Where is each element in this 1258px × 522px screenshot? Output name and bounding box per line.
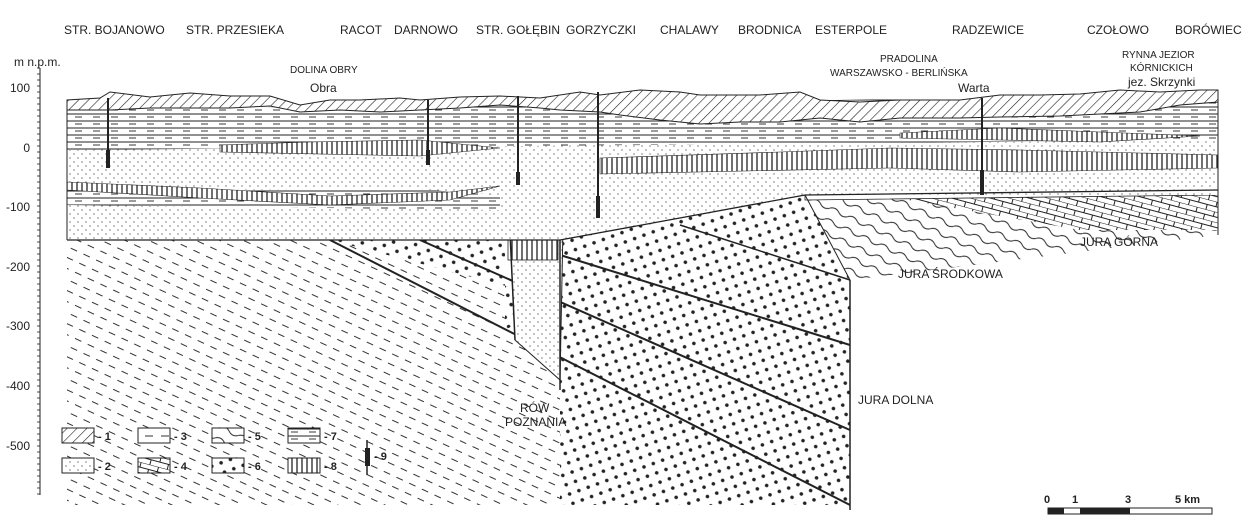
tick-label-minus300: -300 (6, 319, 30, 333)
label-obra: Obra (310, 81, 337, 95)
depth-axis: m n.p.m. 100 0 -100 -200 -300 -400 -500 (6, 55, 61, 495)
legend-label-8: - 8 (324, 461, 337, 473)
legend-label-6: - 6 (248, 461, 261, 473)
locality-darnowo: DARNOWO (394, 23, 458, 37)
locality-labels: STR. BOJANOWO STR. PRZESIEKA RACOT DARNO… (64, 22, 1242, 37)
label-warta: Warta (958, 81, 990, 95)
legend-swatch-8 (288, 458, 320, 473)
legend-swatch-7 (288, 428, 320, 443)
scale-tick-0: 0 (1044, 494, 1050, 506)
tick-label-minus500: -500 (6, 439, 30, 453)
tick-label-minus400: -400 (6, 379, 30, 393)
tick-label-0: 0 (23, 141, 30, 155)
surface-annotations: DOLINA OBRY Obra PRADOLINA WARSZAWSKO - … (290, 50, 1195, 95)
label-row: RÓW (520, 400, 550, 415)
legend-swatch-2 (62, 458, 94, 473)
legend-label-1: - 1 (98, 431, 111, 443)
locality-esterpole: ESTERPOLE (815, 23, 887, 37)
locality-czolowo: CZOŁOWO (1087, 23, 1149, 37)
locality-str-golebin: STR. GOŁĘBIN (476, 23, 560, 37)
borehole-gorzyczki (596, 196, 600, 218)
scale-tick-5: 5 km (1175, 494, 1200, 506)
label-poznania: POZNANIA (505, 415, 566, 429)
borehole-darnowo (426, 150, 430, 165)
locality-radzewice: RADZEWICE (952, 23, 1024, 37)
label-dolina-obry: DOLINA OBRY (290, 65, 358, 76)
legend-swatch-3 (138, 428, 170, 443)
label-pradolina-2: WARSZAWSKO - BERLIŃSKA (830, 66, 968, 79)
locality-str-bojanowo: STR. BOJANOWO (64, 23, 165, 37)
axis-unit-label: m n.p.m. (14, 55, 61, 69)
borehole-radzewice (980, 170, 984, 195)
locality-brodnica: BRODNICA (738, 23, 801, 37)
label-jura-dolna: JURA DOLNA (858, 393, 933, 407)
label-rynna-1: RYNNA JEZIOR (1122, 50, 1195, 61)
legend-swatch-4 (138, 458, 170, 473)
locality-racot: RACOT (340, 23, 383, 37)
tick-label-minus100: -100 (6, 200, 30, 214)
legend-label-5: - 5 (248, 431, 261, 443)
locality-chalawy: CHALAWY (660, 23, 719, 37)
legend-label-4: - 4 (174, 461, 188, 473)
scale-tick-1: 1 (1072, 494, 1078, 506)
locality-gorzyczki: GORZYCZKI (566, 23, 636, 37)
label-jez-skrzynki: jez. Skrzynki (1127, 75, 1195, 89)
scale-tick-3: 3 (1125, 494, 1131, 506)
borehole-bojanowo (106, 150, 110, 168)
legend-label-2: - 2 (98, 461, 111, 473)
label-pradolina-1: PRADOLINA (880, 54, 938, 65)
borehole-golebin (516, 172, 520, 185)
tick-label-minus200: -200 (6, 260, 30, 274)
locality-borowiec: BORÓWIEC (1175, 22, 1242, 37)
dotted-sandstone-east (540, 195, 850, 505)
legend-swatch-6 (212, 458, 244, 473)
legend-label-3: - 3 (174, 431, 187, 443)
tick-label-100: 100 (10, 81, 30, 95)
legend-swatch-5 (212, 428, 244, 443)
label-jura-srodkowa: JURA ŚRODKOWA (898, 266, 1003, 281)
legend-label-9: - 9 (374, 451, 387, 463)
locality-str-przesieka: STR. PRZESIEKA (186, 23, 284, 37)
label-rynna-2: KÓRNICKICH (1130, 61, 1193, 74)
label-jura-gorna: JURA GÓRNA (1080, 234, 1158, 249)
scale-bar: 0 1 3 5 km (1044, 494, 1212, 514)
legend-swatch-1 (62, 428, 94, 443)
legend-label-7: - 7 (324, 431, 337, 443)
